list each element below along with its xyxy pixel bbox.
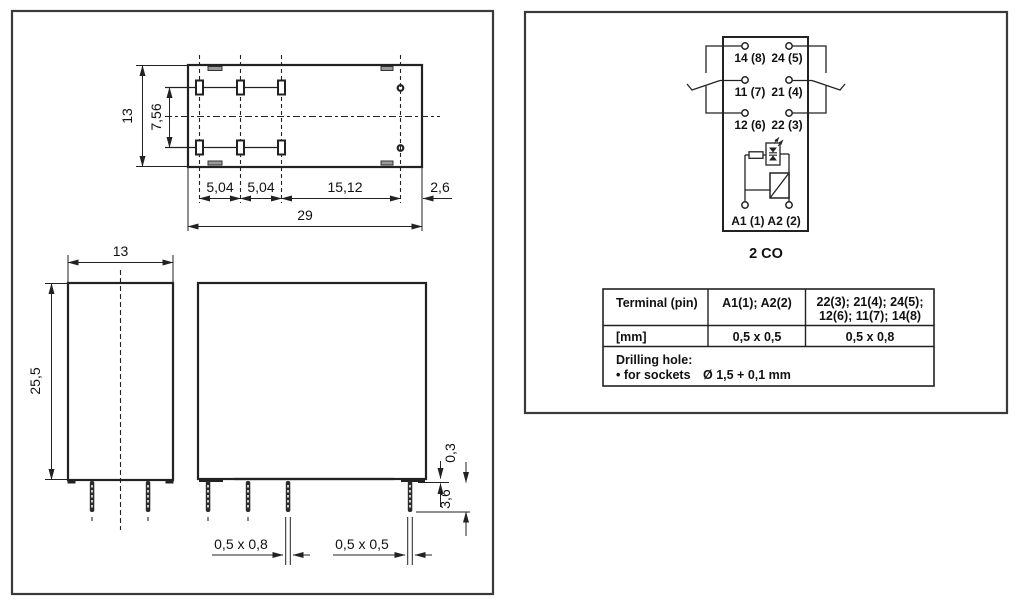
resistor-symbol <box>748 151 764 159</box>
contact-label: 22 (3) <box>771 118 802 132</box>
round-terminal-hole <box>396 84 405 92</box>
relay-body-outline-front-view <box>66 281 175 482</box>
contact-label: 21 (4) <box>771 85 802 99</box>
table-cell-coil-pins: A1(1); A2(2) <box>722 296 792 310</box>
table-cell-contact-pins-line1: 22(3); 21(4); 24(5); <box>817 295 924 309</box>
table-header-terminal: Terminal (pin) <box>616 296 698 310</box>
contact-wiring-right <box>792 45 846 114</box>
left-panel-border <box>10 9 495 596</box>
dim-label-front-height: 25,5 <box>27 367 43 394</box>
case-foot <box>165 479 174 484</box>
top-view-drawing <box>136 55 452 231</box>
table-border <box>602 288 935 387</box>
side-view-pins <box>205 481 413 524</box>
front-view-drawing <box>45 255 175 530</box>
dim-label-row-pitch: 7,56 <box>148 103 164 130</box>
terminal-circles <box>741 42 793 209</box>
table-cell-mm-contact: 0,5 x 0,8 <box>846 330 895 344</box>
dim-label-standoff: 0,3 <box>442 443 458 463</box>
contact-label: 24 (5) <box>771 51 802 65</box>
coil-terminal-label: A1 (1) A2 (2) <box>731 214 801 228</box>
configuration-label: 2 CO <box>749 246 783 262</box>
switch-blade-right <box>811 79 846 91</box>
dim-front-width <box>67 255 174 283</box>
case-foot <box>199 479 223 482</box>
led-emission-arrow <box>777 139 784 147</box>
coil-circuit <box>744 137 790 202</box>
dim-label-pitch-c: 15,12 <box>327 179 362 195</box>
switch-blade-left <box>686 79 721 91</box>
dim-standoff-pinlength <box>416 461 470 536</box>
case-foot <box>67 479 76 484</box>
table-cell-contact-pins-line2: 12(6); 11(7); 14(8) <box>819 309 921 323</box>
table-drilling-title: Drilling hole: <box>616 353 692 367</box>
dim-label-pin-cross-b: 0,5 x 0,5 <box>335 536 389 552</box>
dim-label-height-13: 13 <box>119 108 135 124</box>
front-view-pins <box>89 481 151 524</box>
led-indicator-symbol <box>765 142 781 166</box>
contact-label: 14 (8) <box>734 51 765 65</box>
schematic-body-outline <box>722 36 809 232</box>
table-cell-mm-coil: 0,5 x 0,5 <box>733 330 782 344</box>
dim-label-total-length: 29 <box>297 207 313 223</box>
contact-label: 12 (6) <box>734 118 765 132</box>
schematic-panel: 14 (8) 24 (5) 11 (7) 21 (4) 12 (6) 22 (3… <box>523 10 1009 415</box>
dim-label-pin-length: 3,6 <box>437 489 453 509</box>
dim-label-pitch-a: 5,04 <box>206 179 233 195</box>
dim-13-height <box>136 65 188 167</box>
dim-front-height <box>45 283 68 480</box>
relay-body-outline-top-view <box>186 63 424 169</box>
contact-schematic <box>686 36 846 232</box>
table-drilling-item: • for sockets <box>616 368 691 382</box>
led-emission-arrow <box>773 137 780 144</box>
table-row-mm-label: [mm] <box>616 330 647 344</box>
dim-label-edge-offset: 2,6 <box>430 179 450 195</box>
round-terminal-hole <box>396 144 405 152</box>
table-drilling-value: Ø 1,5 + 0,1 mm <box>703 368 791 382</box>
terminal-pins-top-view <box>195 79 286 156</box>
case-notches <box>207 66 394 166</box>
dim-label-pitch-b: 5,04 <box>247 179 274 195</box>
contact-label: 11 (7) <box>735 85 766 99</box>
contact-wiring-left <box>686 45 742 114</box>
side-view-drawing <box>196 281 470 565</box>
terminal-table <box>602 288 935 387</box>
pin-cross-section-callouts <box>212 517 432 565</box>
case-foot <box>401 479 425 482</box>
mechanical-views-panel: 13 7,56 5,04 5,04 15,12 2,6 29 <box>10 9 495 596</box>
dim-label-front-width: 13 <box>113 243 129 259</box>
dim-label-pin-cross-a: 0,5 x 0,8 <box>214 536 268 552</box>
